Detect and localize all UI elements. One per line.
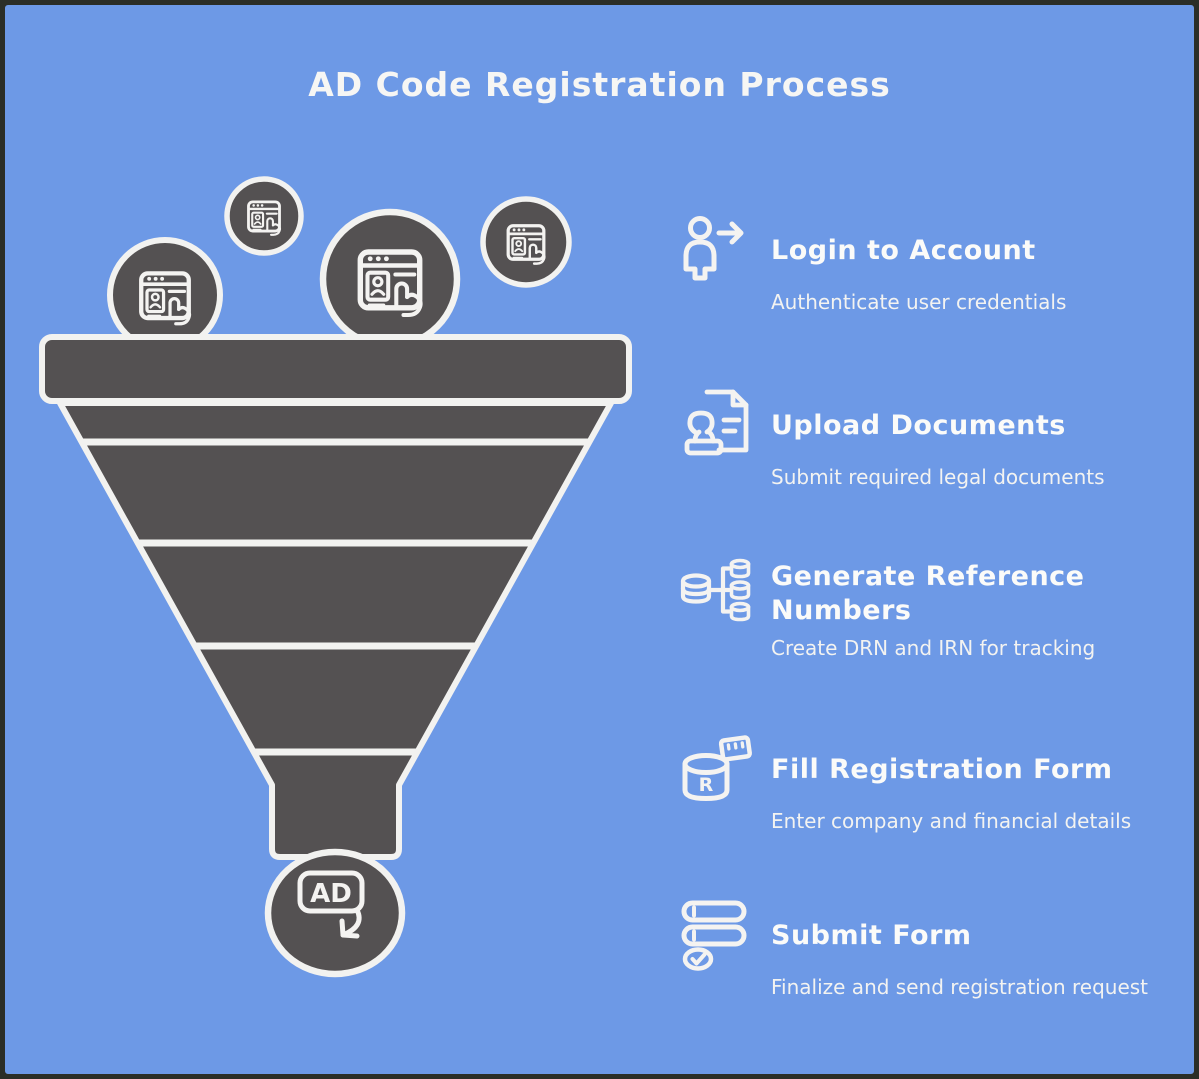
page-title: AD Code Registration Process (308, 65, 891, 104)
step-title: Fill Registration Form (771, 754, 1113, 785)
stamp-document-icon (684, 389, 749, 456)
step-submit-form: Submit Form Finalize and send registrati… (679, 896, 1148, 999)
funnel-graphic: AD (39, 176, 632, 978)
download-arrow-icon (339, 907, 362, 939)
step-fill-registration-form: R Fill Registration Form Enter company a… (679, 730, 1131, 833)
step-description: Finalize and send registration request (771, 975, 1149, 999)
step-title: Upload Documents (771, 410, 1066, 441)
step-title: Login to Account (771, 235, 1036, 266)
step-description: Create DRN and IRN for tracking (771, 636, 1096, 660)
step-description: Enter company and financial details (771, 809, 1132, 833)
database-branch-icon (680, 558, 751, 622)
funnel-cone (57, 400, 614, 860)
bubble-4 (480, 196, 572, 288)
ad-circle: AD (264, 848, 406, 978)
ad-badge (297, 870, 365, 914)
bubble-2 (224, 176, 304, 256)
step-title: Submit Form (771, 920, 972, 951)
step-description: Authenticate user credentials (771, 290, 1067, 314)
step-upload-documents: Upload Documents Submit required legal d… (679, 386, 1105, 489)
funnel-bubbles (107, 176, 572, 353)
ad-badge-label: AD (310, 879, 352, 909)
step-title: Generate Reference Numbers (771, 561, 1085, 626)
form-submit-icon (681, 900, 747, 971)
login-arrow-icon (683, 216, 744, 281)
step-login-to-account: Login to Account Authenticate user crede… (679, 211, 1066, 314)
funnel-lid (39, 334, 632, 404)
cylinder-label: R (699, 774, 714, 796)
database-r-ticket-icon: R (682, 735, 752, 801)
step-list: Login to Account Authenticate user crede… (5, 5, 1194, 1074)
step-generate-reference-numbers: Generate Reference Numbers Create DRN an… (679, 554, 1116, 660)
step-description: Submit required legal documents (771, 465, 1105, 489)
